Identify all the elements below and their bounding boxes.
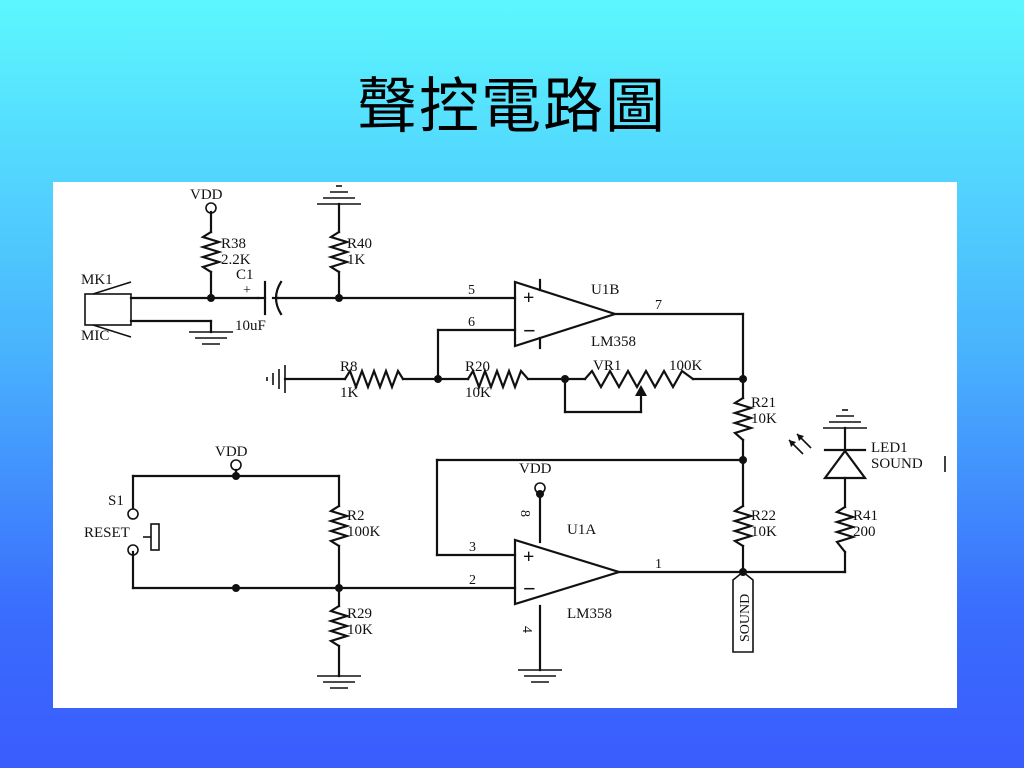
svg-text:100K: 100K bbox=[669, 358, 703, 374]
svg-text:VDD: VDD bbox=[519, 461, 552, 477]
svg-text:10K: 10K bbox=[465, 385, 491, 401]
svg-text:8: 8 bbox=[517, 510, 532, 517]
svg-text:VDD: VDD bbox=[215, 444, 248, 460]
svg-text:−: − bbox=[523, 318, 536, 343]
svg-text:−: − bbox=[523, 576, 536, 601]
svg-text:R38: R38 bbox=[221, 236, 246, 252]
resistor-r21: R21 10K bbox=[731, 395, 777, 442]
svg-text:R41: R41 bbox=[853, 508, 878, 524]
resistor-r41: R41 200 bbox=[833, 505, 878, 554]
sound-output-port: SOUND bbox=[732, 570, 754, 653]
ground-icon bbox=[518, 669, 562, 683]
svg-text:10K: 10K bbox=[347, 622, 373, 638]
circuit-schematic: VDD VDD VDD bbox=[81, 185, 946, 689]
svg-text:U1A: U1A bbox=[567, 522, 596, 538]
resistor-r29: R29 10K bbox=[327, 604, 373, 648]
led-icon: LED1 SOUND bbox=[788, 433, 946, 480]
svg-text:VDD: VDD bbox=[190, 187, 223, 203]
junction-dots bbox=[207, 294, 747, 592]
vdd-terminal-s1: VDD bbox=[215, 444, 248, 471]
svg-text:MIC: MIC bbox=[81, 328, 109, 344]
svg-text:10K: 10K bbox=[751, 524, 777, 540]
ground-icon bbox=[189, 331, 233, 345]
slide-title: 聲控電路圖 bbox=[357, 72, 667, 142]
opamp-u1b: + − 5 6 7 U1B LM358 bbox=[468, 278, 662, 350]
svg-text:SOUND: SOUND bbox=[871, 456, 923, 472]
svg-text:R40: R40 bbox=[347, 236, 372, 252]
svg-text:RESET: RESET bbox=[84, 525, 130, 541]
svg-text:VR1: VR1 bbox=[593, 358, 621, 374]
svg-text:2: 2 bbox=[469, 573, 476, 588]
svg-text:+: + bbox=[243, 283, 251, 298]
svg-text:7: 7 bbox=[655, 298, 662, 313]
svg-text:R21: R21 bbox=[751, 395, 776, 411]
resistor-r40: R40 1K bbox=[327, 230, 372, 274]
svg-text:R2: R2 bbox=[347, 508, 365, 524]
svg-text:6: 6 bbox=[468, 315, 475, 330]
svg-text:LM358: LM358 bbox=[591, 334, 636, 350]
svg-text:2.2K: 2.2K bbox=[221, 252, 251, 268]
ground-icon bbox=[823, 409, 867, 429]
resistor-r2: R2 100K bbox=[327, 504, 381, 548]
schematic-panel: VDD VDD VDD bbox=[53, 182, 957, 708]
vdd-terminal-r38: VDD bbox=[190, 187, 223, 214]
svg-text:R22: R22 bbox=[751, 508, 776, 524]
svg-text:4: 4 bbox=[519, 626, 534, 633]
vdd-terminal-u1a: VDD bbox=[519, 461, 552, 494]
svg-text:LED1: LED1 bbox=[871, 440, 908, 456]
svg-text:+: + bbox=[523, 546, 534, 568]
svg-text:LM358: LM358 bbox=[567, 606, 612, 622]
resistor-r20: R20 10K bbox=[465, 359, 530, 401]
svg-text:+: + bbox=[523, 287, 534, 309]
reset-switch-s1[interactable]: S1 RESET bbox=[84, 493, 160, 556]
svg-text:SOUND: SOUND bbox=[738, 594, 753, 642]
svg-text:C1: C1 bbox=[236, 267, 254, 283]
svg-text:R8: R8 bbox=[340, 359, 358, 375]
svg-text:200: 200 bbox=[853, 524, 876, 540]
ground-icon bbox=[317, 185, 361, 205]
svg-text:U1B: U1B bbox=[591, 282, 619, 298]
svg-text:R29: R29 bbox=[347, 606, 372, 622]
svg-text:3: 3 bbox=[469, 540, 476, 555]
resistor-r8: R8 1K bbox=[340, 359, 405, 401]
svg-text:10K: 10K bbox=[751, 411, 777, 427]
microphone-icon: MK1 MIC bbox=[81, 272, 132, 344]
svg-text:S1: S1 bbox=[108, 493, 124, 509]
ground-icon bbox=[266, 365, 286, 393]
svg-text:5: 5 bbox=[468, 283, 475, 298]
resistor-r22: R22 10K bbox=[731, 504, 777, 548]
potentiometer-vr1: VR1 100K bbox=[583, 358, 703, 396]
ground-icon bbox=[317, 675, 361, 689]
opamp-u1a: + − 8 3 2 1 4 U1A LM358 bbox=[469, 510, 662, 633]
svg-text:1K: 1K bbox=[347, 252, 366, 268]
svg-text:1: 1 bbox=[655, 557, 662, 572]
resistor-r38: R38 2.2K bbox=[199, 230, 251, 274]
svg-text:100K: 100K bbox=[347, 524, 381, 540]
svg-text:R20: R20 bbox=[465, 359, 490, 375]
svg-text:10uF: 10uF bbox=[235, 318, 266, 334]
capacitor-c1: C1 + 10uF bbox=[235, 267, 283, 334]
svg-text:1K: 1K bbox=[340, 385, 359, 401]
svg-text:MK1: MK1 bbox=[81, 272, 113, 288]
